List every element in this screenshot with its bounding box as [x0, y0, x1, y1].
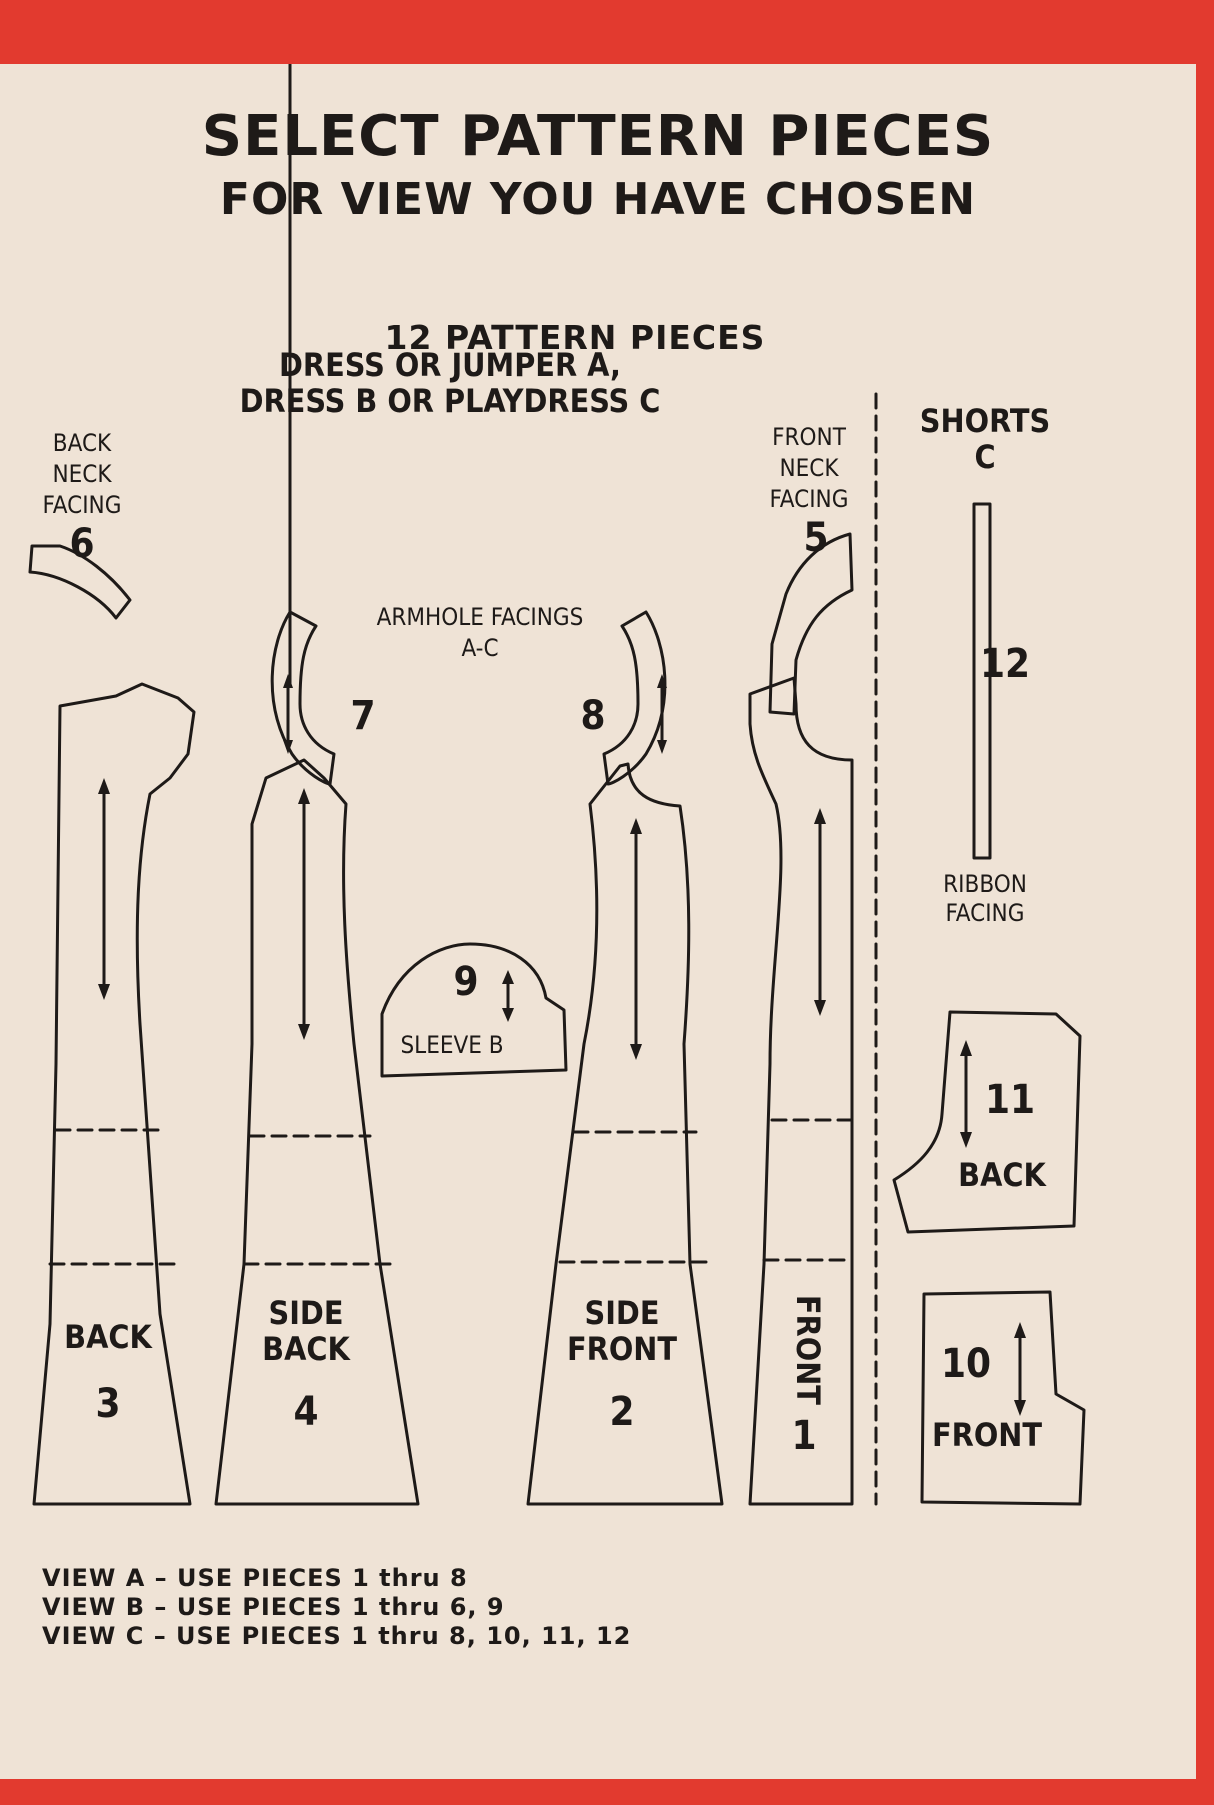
- piece-7-number: 7: [350, 693, 376, 739]
- piece-7-outline: [270, 610, 336, 786]
- arrowhead: [502, 970, 514, 984]
- arrowhead: [960, 1040, 972, 1056]
- piece-2-name-line-1: SIDE: [584, 1294, 660, 1332]
- piece-5-outline: [768, 532, 854, 716]
- piece-10-number: 10: [940, 1341, 992, 1387]
- piece-2-name-line-2: FRONT: [566, 1329, 678, 1368]
- piece-9-outline: [380, 942, 568, 1078]
- back-neck-facing-line-2: NECK: [52, 460, 112, 488]
- pattern-count: 12 PATTERN PIECES: [384, 318, 766, 357]
- dress-group-line-1: DRESS OR JUMPER A,: [279, 346, 621, 384]
- piece-2-number: 2: [609, 1389, 635, 1435]
- piece-10-outline: [920, 1290, 1086, 1506]
- arrowhead: [657, 674, 667, 688]
- piece-6-outline: [28, 544, 132, 620]
- shorts-group-heading: SHORTS C: [900, 402, 1070, 476]
- front-neck-facing-label: FRONT NECK FACING: [748, 422, 870, 515]
- back-neck-facing-label: BACK NECK FACING: [22, 428, 142, 521]
- piece-3-name: BACK: [64, 1318, 152, 1356]
- piece-10-name: FRONT: [931, 1416, 1043, 1454]
- arrowhead: [814, 1000, 826, 1016]
- armhole-facings-label: ARMHOLE FACINGS A-C: [320, 602, 640, 664]
- armhole-facings-line-1: ARMHOLE FACINGS: [376, 603, 584, 631]
- arrowhead: [98, 984, 110, 1000]
- piece-3-outline: [32, 682, 196, 1506]
- arrowhead: [298, 1024, 310, 1040]
- piece-11-name: BACK: [958, 1156, 1046, 1194]
- arrowhead: [283, 740, 293, 754]
- piece-8-outline: [602, 610, 667, 786]
- ribbon-facing-line-1: RIBBON: [943, 870, 1027, 898]
- grainline-arrows: [98, 674, 1026, 1416]
- piece-4-name: SIDE BACK: [246, 1294, 366, 1368]
- page-title: SELECT PATTERN PIECES: [201, 104, 995, 169]
- piece-4-name-line-2: BACK: [262, 1329, 350, 1368]
- pattern-pieces-diagram: [28, 64, 1086, 1506]
- pattern-sheet: SELECT PATTERN PIECES FOR VIEW YOU HAVE …: [0, 64, 1196, 1779]
- arrowhead: [298, 788, 310, 804]
- dress-group-heading: DRESS OR JUMPER A, DRESS B OR PLAYDRESS …: [190, 346, 710, 420]
- view-a-instruction: VIEW A – USE PIECES 1 thru 8: [42, 1564, 468, 1592]
- arrowhead: [630, 1044, 642, 1060]
- piece-11-outline: [892, 1010, 1082, 1234]
- piece-6-number: 6: [69, 521, 95, 567]
- view-b-instruction: VIEW B – USE PIECES 1 thru 6, 9: [42, 1593, 505, 1621]
- shorts-group-line-1: SHORTS: [919, 402, 1051, 440]
- dress-group-line-2: DRESS B OR PLAYDRESS C: [239, 381, 661, 420]
- piece-12-outline: [972, 502, 992, 860]
- piece-12-number: 12: [980, 641, 1031, 687]
- arrowhead: [1014, 1400, 1026, 1416]
- piece-9-name: SLEEVE B: [400, 1031, 504, 1059]
- piece-4-outline: [214, 758, 420, 1506]
- view-instructions: VIEW A – USE PIECES 1 thru 8 VIEW B – US…: [42, 1564, 631, 1651]
- arrowhead: [1014, 1322, 1026, 1338]
- armhole-facings-line-2: A-C: [461, 634, 499, 662]
- front-neck-facing-line-3: FACING: [769, 485, 849, 513]
- front-neck-facing-line-1: FRONT: [772, 423, 846, 451]
- back-neck-facing-line-3: FACING: [42, 491, 122, 519]
- front-neck-facing-line-2: NECK: [779, 454, 839, 482]
- piece-1-number: 1: [791, 1413, 817, 1459]
- piece-9-number: 9: [453, 959, 479, 1005]
- arrowhead: [502, 1008, 514, 1022]
- piece-4-name-line-1: SIDE: [268, 1294, 344, 1332]
- arrowhead: [98, 778, 110, 794]
- arrowhead: [814, 808, 826, 824]
- piece-2-outline: [526, 762, 724, 1506]
- shorts-group-line-2: C: [974, 437, 996, 476]
- piece-2-name: SIDE FRONT: [552, 1294, 692, 1368]
- piece-3-number: 3: [95, 1381, 121, 1427]
- piece-11-number: 11: [984, 1077, 1036, 1123]
- arrowhead: [657, 740, 667, 754]
- piece-1-outline: [748, 676, 854, 1506]
- page-subtitle: FOR VIEW YOU HAVE CHOSEN: [219, 174, 977, 225]
- ribbon-facing-label: RIBBON FACING: [910, 870, 1060, 928]
- piece-4-number: 4: [293, 1389, 319, 1435]
- arrowhead: [283, 674, 293, 688]
- back-neck-facing-line-1: BACK: [52, 429, 112, 457]
- view-c-instruction: VIEW C – USE PIECES 1 thru 8, 10, 11, 12: [42, 1622, 632, 1650]
- arrowhead: [960, 1132, 972, 1148]
- piece-8-number: 8: [580, 693, 606, 739]
- ribbon-facing-line-2: FACING: [945, 899, 1025, 927]
- arrowhead: [630, 818, 642, 834]
